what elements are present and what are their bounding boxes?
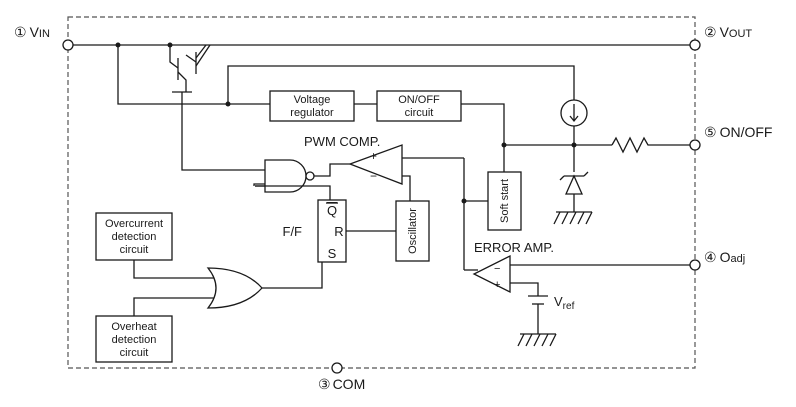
nand-input-2-wire bbox=[253, 183, 265, 186]
pin-vout-terminal bbox=[689, 39, 701, 51]
overcurrent-detection-block bbox=[95, 212, 173, 261]
error-amplifier-icon bbox=[472, 254, 511, 294]
onoff-circuit-block bbox=[376, 90, 462, 122]
oscillator-to-pwm-minus-wire bbox=[402, 175, 411, 201]
voltage-regulator-label-1: Voltage bbox=[294, 94, 331, 106]
overheat-detection-block bbox=[95, 315, 173, 363]
ff-q-to-nand-wire bbox=[255, 185, 331, 200]
vref-battery-icon bbox=[528, 295, 548, 334]
onoff-circuit-label-1: ON/OFF bbox=[398, 94, 440, 106]
ff-label: F/F bbox=[283, 224, 303, 239]
resistor-icon bbox=[611, 136, 690, 154]
soft-start-label: Soft start bbox=[499, 179, 511, 223]
ground-icon bbox=[517, 333, 557, 347]
feedback-wire bbox=[227, 65, 575, 104]
error-amp-label: ERROR AMP. bbox=[474, 240, 554, 255]
ic-boundary bbox=[67, 16, 696, 369]
overheat-label-3: circuit bbox=[120, 347, 149, 359]
pin-com-terminal bbox=[331, 362, 343, 374]
pin-vin-terminal bbox=[62, 39, 74, 51]
soft-start-block bbox=[487, 171, 522, 231]
overheat-label-1: Overheat bbox=[111, 321, 156, 333]
vref-label: Vref bbox=[554, 294, 575, 312]
current-source-arrow bbox=[569, 104, 579, 123]
pwm-comparator-icon bbox=[348, 144, 403, 185]
overheat-label-2: detection bbox=[112, 334, 157, 346]
ff-q-label: Q bbox=[327, 203, 337, 218]
overcurrent-label-2: detection bbox=[112, 231, 157, 243]
pwm-plus-label: + bbox=[370, 149, 377, 163]
overcurrent-label-1: Overcurrent bbox=[105, 218, 163, 230]
overcurrent-label-3: circuit bbox=[120, 244, 149, 256]
oscillator-block bbox=[395, 200, 430, 262]
overcurrent-to-or-wire bbox=[133, 260, 214, 279]
voltage-regulator-block bbox=[269, 90, 355, 122]
onoff-circuit-label-2: circuit bbox=[405, 107, 434, 119]
nand-bubble-icon bbox=[305, 171, 315, 181]
transistor-icon bbox=[169, 44, 211, 93]
pwm-comp-label: PWM COMP. bbox=[304, 134, 380, 149]
overheat-to-or-wire bbox=[133, 297, 214, 316]
nand-to-transistor-wire bbox=[181, 92, 265, 171]
ff-r-label: R bbox=[334, 224, 343, 239]
vin-to-regulator-wire bbox=[117, 45, 270, 105]
ff-s-label: S bbox=[328, 246, 337, 261]
onoff-to-node-wire bbox=[461, 103, 505, 145]
nand-gate-icon bbox=[264, 159, 307, 193]
ground-icon bbox=[553, 211, 593, 225]
pwm-to-nand-wire bbox=[314, 163, 350, 177]
pin-onoff-terminal bbox=[689, 139, 701, 151]
pin-oadj-terminal bbox=[689, 259, 701, 271]
or-to-ff-s-wire bbox=[262, 262, 323, 289]
zener-diode-icon bbox=[559, 171, 589, 212]
pwm-minus-label: − bbox=[370, 169, 377, 183]
error-minus-label: − bbox=[494, 263, 500, 275]
error-plus-label: + bbox=[494, 279, 500, 291]
voltage-regulator-label-2: regulator bbox=[290, 107, 334, 119]
error-to-vref-wire bbox=[510, 282, 539, 296]
or-gate-icon bbox=[206, 267, 263, 309]
oscillator-label: Oscillator bbox=[407, 208, 419, 254]
flipflop-block bbox=[317, 199, 347, 263]
